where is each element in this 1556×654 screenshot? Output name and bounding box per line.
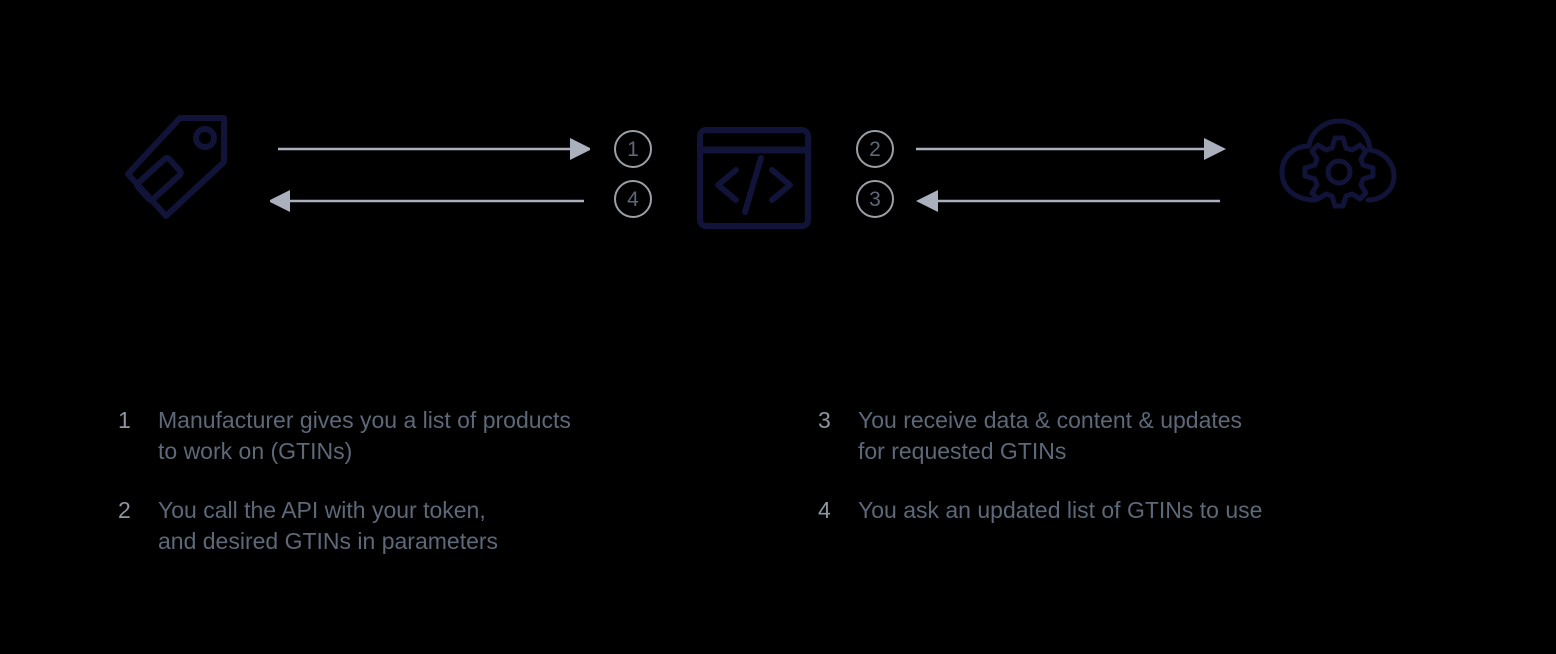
legend-item-4: 4 You ask an updated list of GTINs to us… [818,495,1438,526]
legend-column-right: 3 You receive data & content & updates f… [818,405,1438,554]
arrow-group-right [908,130,1228,225]
step-circle-3: 3 [856,180,894,218]
legend-column-left: 1 Manufacturer gives you a list of produ… [118,405,738,585]
legend-item-2-number: 2 [118,497,131,523]
step-circle-4-label: 4 [627,187,639,211]
arrow-left-step4 [268,190,584,212]
legend-item-3-number: 3 [818,407,831,433]
legend-item-2: 2 You call the API with your token, and … [118,495,738,557]
tag-icon [112,112,240,227]
step-circle-4: 4 [614,180,652,218]
arrow-left-step3 [916,190,1220,212]
step-circle-2-label: 2 [869,137,881,161]
legend-item-1-text: Manufacturer gives you a list of product… [158,407,571,464]
legend-item-1-number: 1 [118,407,131,433]
step-circle-1: 1 [614,130,652,168]
arrow-right-step2 [916,138,1226,160]
step-circle-3-label: 3 [869,187,881,211]
legend-item-1: 1 Manufacturer gives you a list of produ… [118,405,738,467]
legend-item-4-text: You ask an updated list of GTINs to use [858,497,1263,523]
cloud-gear-icon [1272,112,1404,227]
legend-item-2-text: You call the API with your token, and de… [158,497,499,554]
diagram-row: 1 4 2 3 [112,112,1404,235]
step-circle-1-label: 1 [627,137,639,161]
arrow-group-left [268,130,592,225]
arrow-right-step1 [278,138,592,160]
legend-item-3-text: You receive data & content & updates for… [858,407,1243,464]
code-window-icon [696,126,812,235]
legend-item-4-number: 4 [818,497,831,523]
step-circle-2: 2 [856,130,894,168]
gear-icon [1302,135,1376,209]
legend-item-3: 3 You receive data & content & updates f… [818,405,1438,467]
